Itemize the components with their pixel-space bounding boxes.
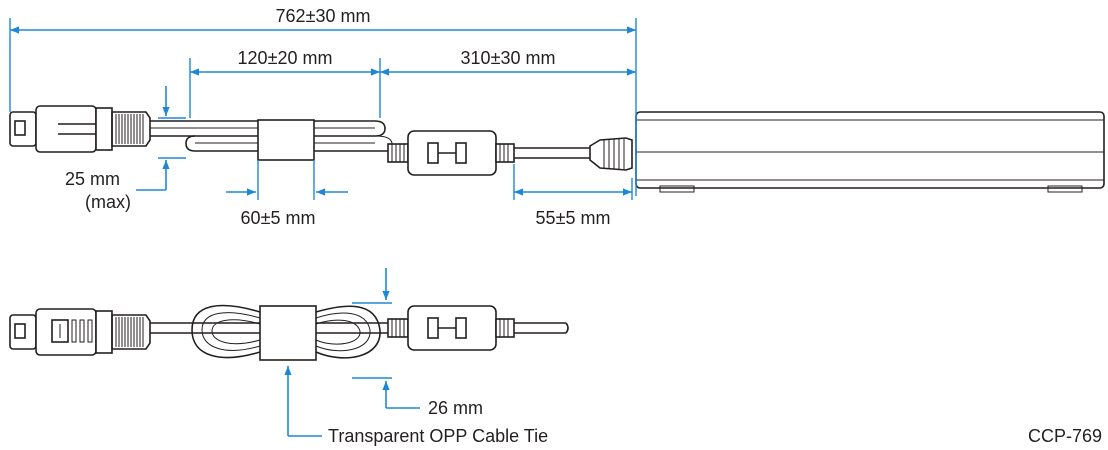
cable-to-adapter <box>514 147 590 159</box>
cable-tie-callout: Transparent OPP Cable Tie <box>284 366 548 446</box>
tie-width-label: 60±5 mm <box>241 208 316 228</box>
opp-cable-tie <box>259 305 317 361</box>
extension-lines <box>9 18 637 200</box>
bundle-height-dimension: 25 mm (max) <box>65 86 170 212</box>
overall-length-label: 762±30 mm <box>276 6 371 26</box>
coil-height-dimension: 26 mm <box>352 268 483 418</box>
ferrite-offset-label: 55±5 mm <box>536 208 611 228</box>
part-code: CCP-769 <box>1028 426 1102 446</box>
strain-relief <box>589 137 633 171</box>
overall-length-dimension: 762±30 mm <box>10 6 636 34</box>
ferrite-core-coiled <box>387 305 515 351</box>
cable-to-adapter-dimension: 310±30 mm <box>380 48 636 76</box>
coil-height-label: 26 mm <box>428 398 483 418</box>
ferrite-offset-dimension: 55±5 mm <box>514 188 632 228</box>
dc-plug-connector <box>9 105 151 153</box>
cable-tie-zone-label: 120±20 mm <box>238 48 333 68</box>
cable-to-adapter-label: 310±30 mm <box>461 48 556 68</box>
bottom-view: 26 mm Transparent OPP Cable Tie <box>9 268 569 446</box>
cable-end <box>514 322 569 334</box>
bundle-height-label: 25 mm <box>65 169 120 189</box>
top-view: 762±30 mm 120±20 mm 310±30 mm 25 mm (max… <box>9 6 1105 228</box>
cable-coil <box>191 304 381 359</box>
cable-tie <box>257 119 315 161</box>
power-adapter-body <box>635 111 1105 193</box>
tie-width-dimension: 60±5 mm <box>226 188 348 228</box>
cable-tie-zone-dimension: 120±20 mm <box>190 48 380 76</box>
bundle-height-note: (max) <box>85 192 131 212</box>
cable-tie-label: Transparent OPP Cable Tie <box>328 426 548 446</box>
ferrite-core <box>387 130 515 176</box>
dc-plug-connector-coiled <box>9 308 151 356</box>
